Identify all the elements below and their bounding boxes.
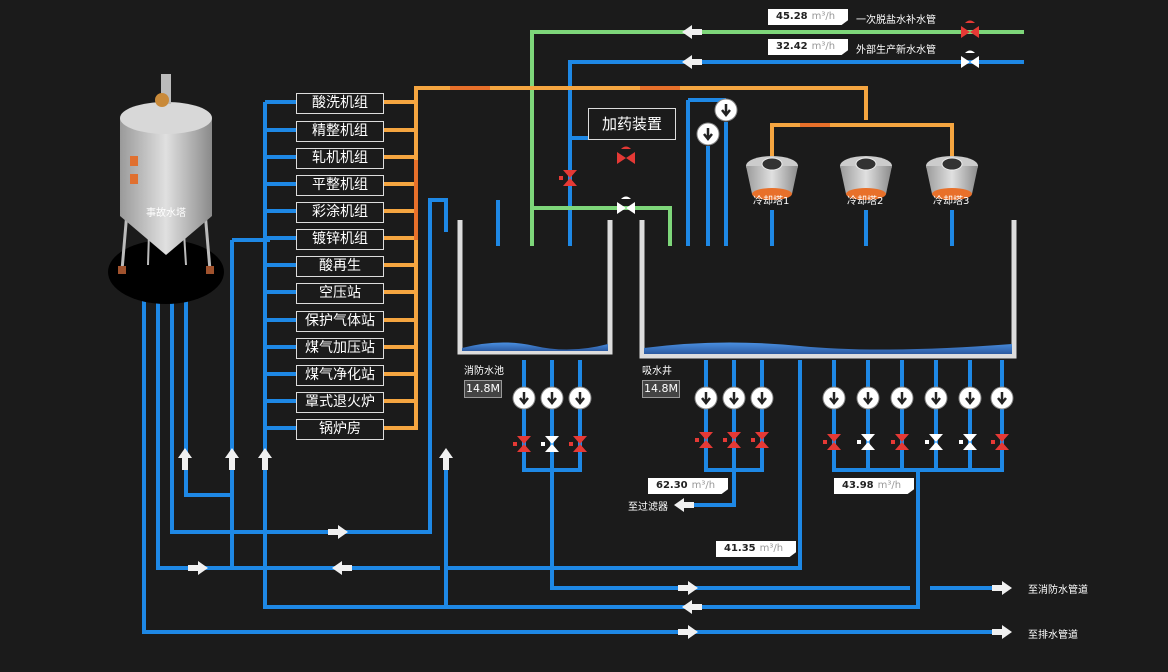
suction-well — [639, 220, 1017, 359]
filter-label: 至过滤器 — [628, 502, 668, 513]
flow-arrow-icon — [225, 448, 239, 470]
valve-closed-icon[interactable] — [991, 434, 1009, 450]
unit-13[interactable]: 锅炉房 — [296, 419, 384, 440]
blue-pipes — [142, 60, 1024, 634]
unit-5[interactable]: 彩涂机组 — [296, 202, 384, 223]
fire-pool — [457, 220, 613, 355]
pump-icon[interactable] — [856, 386, 880, 410]
pump-icon[interactable] — [890, 386, 914, 410]
valve-closed-icon[interactable] — [823, 434, 841, 450]
valve-closed-icon[interactable] — [961, 20, 979, 39]
cooling-tower-2-label: 冷却塔2 — [847, 196, 884, 207]
external-pipe-label: 外部生产新水水管 — [856, 45, 936, 56]
flow-arrow-icon — [674, 498, 694, 512]
fire-pool-level: 14.8M — [464, 380, 502, 398]
unit-6[interactable]: 镀锌机组 — [296, 229, 384, 250]
valve-closed-icon[interactable] — [723, 432, 741, 448]
unit-9[interactable]: 保护气体站 — [296, 311, 384, 332]
pump-icon[interactable] — [750, 386, 774, 410]
pump-icon[interactable] — [924, 386, 948, 410]
unit-7[interactable]: 酸再生 — [296, 256, 384, 277]
valve-closed-icon[interactable] — [617, 146, 635, 165]
flow-arrow-icon — [682, 25, 702, 39]
cooling-towers — [746, 156, 978, 200]
valve-open-icon[interactable] — [541, 436, 559, 452]
pump-icon[interactable] — [722, 386, 746, 410]
flow-arrows — [178, 25, 1012, 639]
unit-8[interactable]: 空压站 — [296, 283, 384, 304]
pump-icon[interactable] — [990, 386, 1014, 410]
accident-water-tower — [108, 74, 224, 304]
tower-label: 事故水塔 — [146, 208, 186, 219]
valve-closed-icon[interactable] — [569, 436, 587, 452]
pump-icon[interactable] — [714, 98, 738, 122]
cooling-tower-3-label: 冷却塔3 — [933, 196, 970, 207]
flow-arrow-icon — [678, 625, 698, 639]
unit-1[interactable]: 酸洗机组 — [296, 93, 384, 114]
flow-arrow-icon — [258, 448, 272, 470]
valve-open-icon[interactable] — [857, 434, 875, 450]
flow-arrow-icon — [678, 581, 698, 595]
valve-closed-icon[interactable] — [751, 432, 769, 448]
pump-icon[interactable] — [694, 386, 718, 410]
pump-icon[interactable] — [822, 386, 846, 410]
valve-closed-icon[interactable] — [559, 170, 577, 186]
flow-arrow-icon — [328, 525, 348, 539]
drain-pipe-outlet: 至排水管道 — [1028, 630, 1078, 641]
unit-11[interactable]: 煤气净化站 — [296, 365, 384, 386]
unit-10[interactable]: 煤气加压站 — [296, 338, 384, 359]
pumps — [512, 98, 1014, 410]
valve-open-icon[interactable] — [959, 434, 977, 450]
dosing-device[interactable]: 加药装置 — [588, 108, 676, 140]
valve-open-icon[interactable] — [961, 50, 979, 69]
valve-closed-icon[interactable] — [891, 434, 909, 450]
fire-pipe-outlet: 至消防水管道 — [1028, 585, 1088, 596]
valve-closed-icon[interactable] — [695, 432, 713, 448]
unit-3[interactable]: 轧机机组 — [296, 148, 384, 169]
valve-open-icon[interactable] — [617, 196, 635, 215]
suction-well-label: 吸水井 — [642, 366, 672, 377]
unit-12[interactable]: 罩式退火炉 — [296, 392, 384, 413]
unit-2[interactable]: 精整机组 — [296, 121, 384, 142]
pump-icon[interactable] — [958, 386, 982, 410]
valve-open-icon[interactable] — [925, 434, 943, 450]
flow-arrow-icon — [332, 561, 352, 575]
pump-icon[interactable] — [512, 386, 536, 410]
flow-arrow-icon — [682, 600, 702, 614]
pump-icon[interactable] — [696, 122, 720, 146]
flow-arrow-icon — [188, 561, 208, 575]
desalted-pipe-label: 一次脱盐水补水管 — [856, 15, 936, 26]
pump-icon[interactable] — [540, 386, 564, 410]
flow-arrow-icon — [682, 55, 702, 69]
suction-well-level: 14.8M — [642, 380, 680, 398]
valves — [513, 20, 1009, 452]
valve-closed-icon[interactable] — [513, 436, 531, 452]
green-pipes — [530, 30, 1024, 246]
flow-arrow-icon — [178, 448, 192, 470]
pump-icon[interactable] — [568, 386, 592, 410]
fire-pool-label: 消防水池 — [464, 366, 504, 377]
cooling-tower-1-label: 冷却塔1 — [753, 196, 790, 207]
flow-arrow-icon — [992, 581, 1012, 595]
flow-arrow-icon — [439, 448, 453, 470]
flow-arrow-icon — [992, 625, 1012, 639]
unit-4[interactable]: 平整机组 — [296, 175, 384, 196]
